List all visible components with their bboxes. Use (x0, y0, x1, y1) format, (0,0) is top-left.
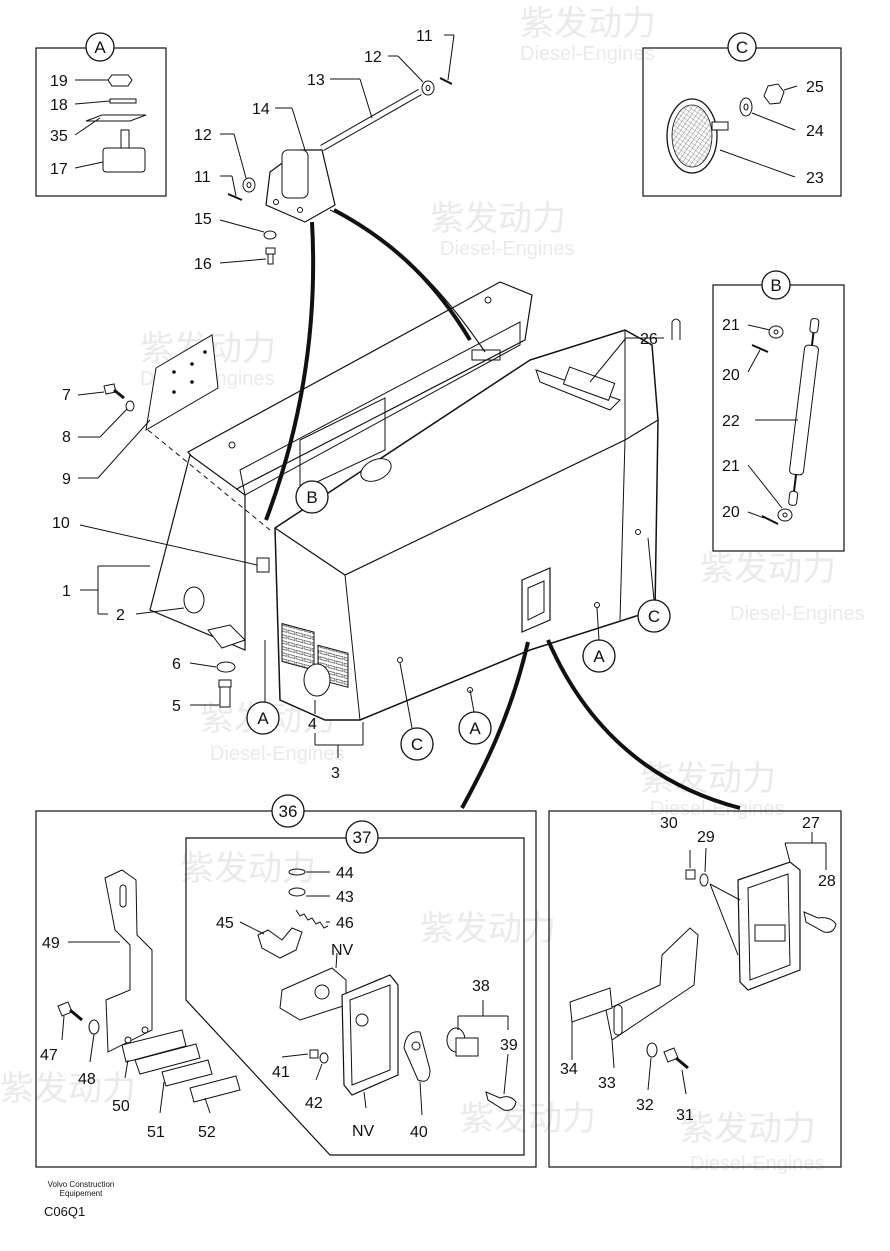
part-10: 10 (52, 515, 70, 532)
svg-text:Diesel-Engines: Diesel-Engines (730, 603, 865, 625)
part-1: 1 (62, 583, 71, 600)
part-48: 48 (78, 1071, 96, 1088)
part-45: 45 (216, 915, 234, 932)
part-42: 42 (305, 1095, 323, 1112)
part-44: 44 (336, 865, 354, 882)
part-5: 5 (172, 698, 181, 715)
part-21-bottom: 21 (722, 458, 740, 475)
part-21-top: 21 (722, 317, 740, 334)
callout-c-1: C (411, 735, 423, 754)
part-40: 40 (410, 1124, 428, 1141)
part-52: 52 (198, 1124, 216, 1141)
group-36: 36 49 47 48 50 51 52 (35, 794, 537, 1168)
part-12-left: 12 (194, 127, 212, 144)
part-nv-top: NV (331, 942, 354, 959)
maker-name: Volvo Construction Equipement (36, 1180, 126, 1198)
part-15: 15 (194, 211, 212, 228)
toolbox-body: 7 8 9 2 1 6 5 10 (52, 281, 681, 782)
part-22: 22 (722, 413, 740, 430)
svg-text:紫发动力: 紫发动力 (420, 910, 556, 948)
svg-text:Diesel-Engines: Diesel-Engines (440, 238, 575, 260)
detail-a: A 19 18 35 17 (35, 32, 167, 197)
part-32: 32 (636, 1097, 654, 1114)
callout-c-2: C (648, 607, 660, 626)
detail-c: C 23 24 25 (642, 32, 842, 197)
maker-line-2: Equipement (59, 1189, 103, 1198)
svg-text:紫发动力: 紫发动力 (640, 760, 776, 798)
latch-group: 27 28 30 29 33 34 32 31 (548, 810, 842, 1168)
part-34: 34 (560, 1061, 578, 1078)
part-38: 38 (472, 978, 490, 995)
part-13: 13 (307, 72, 325, 89)
callout-a-3: A (593, 647, 605, 666)
part-50: 50 (112, 1098, 130, 1115)
hinge-assembly: 13 12 11 14 12 11 15 (194, 28, 455, 273)
svg-text:紫发动力: 紫发动力 (680, 1110, 816, 1148)
part-30: 30 (660, 815, 678, 832)
part-6: 6 (172, 656, 181, 673)
part-19: 19 (50, 73, 68, 90)
part-4: 4 (308, 716, 317, 733)
part-3: 3 (331, 765, 340, 782)
part-29: 29 (697, 829, 715, 846)
part-31: 31 (676, 1107, 694, 1124)
view-c-label: C (736, 38, 748, 57)
part-12-top: 12 (364, 49, 382, 66)
part-20-bottom: 20 (722, 504, 740, 521)
part-46: 46 (336, 915, 354, 932)
part-7: 7 (62, 387, 71, 404)
group-37-label: 37 (353, 828, 372, 847)
part-25: 25 (806, 79, 824, 96)
part-26: 26 (640, 331, 658, 348)
svg-text:Diesel-Engines: Diesel-Engines (650, 798, 785, 820)
part-8: 8 (62, 429, 71, 446)
part-51: 51 (147, 1124, 165, 1141)
svg-text:Diesel-Engines: Diesel-Engines (690, 1153, 825, 1175)
part-nv-bottom: NV (352, 1123, 375, 1140)
svg-text:Diesel-Engines: Diesel-Engines (210, 743, 345, 765)
part-43: 43 (336, 889, 354, 906)
view-a-label: A (94, 38, 106, 57)
svg-text:紫发动力: 紫发动力 (0, 1070, 136, 1108)
part-9: 9 (62, 471, 71, 488)
callout-a-2: A (469, 719, 481, 738)
view-callouts: B A A A C C (246, 480, 671, 761)
part-49: 49 (42, 935, 60, 952)
part-11-left: 11 (194, 169, 211, 186)
svg-text:紫发动力: 紫发动力 (700, 550, 836, 588)
part-28: 28 (818, 873, 836, 890)
part-11-top: 11 (416, 28, 433, 45)
part-39: 39 (500, 1037, 518, 1054)
detail-b: B 22 21 20 21 20 (712, 270, 845, 552)
svg-text:Diesel-Engines: Diesel-Engines (520, 43, 655, 65)
group-37: 37 44 43 46 45 NV NV 41 42 (185, 820, 525, 1156)
callout-a-1: A (257, 709, 269, 728)
part-14: 14 (252, 101, 270, 118)
part-27: 27 (802, 815, 820, 832)
part-2: 2 (116, 607, 125, 624)
part-23: 23 (806, 170, 824, 187)
part-47: 47 (40, 1047, 58, 1064)
part-17: 17 (50, 161, 68, 178)
svg-text:紫发动力: 紫发动力 (460, 1100, 596, 1138)
part-33: 33 (598, 1075, 616, 1092)
part-24: 24 (806, 123, 824, 140)
maker-line-1: Volvo Construction (47, 1180, 115, 1189)
callout-b: B (306, 488, 317, 507)
part-41: 41 (272, 1064, 290, 1081)
view-b-label: B (770, 276, 781, 295)
part-35: 35 (50, 128, 68, 145)
svg-text:紫发动力: 紫发动力 (520, 5, 656, 43)
part-18: 18 (50, 97, 68, 114)
drawing-code: C06Q1 (44, 1204, 86, 1219)
svg-text:紫发动力: 紫发动力 (430, 200, 566, 238)
part-16: 16 (194, 256, 212, 273)
group-36-label: 36 (279, 802, 298, 821)
detail-leaders (264, 208, 741, 810)
part-20-top: 20 (722, 367, 740, 384)
